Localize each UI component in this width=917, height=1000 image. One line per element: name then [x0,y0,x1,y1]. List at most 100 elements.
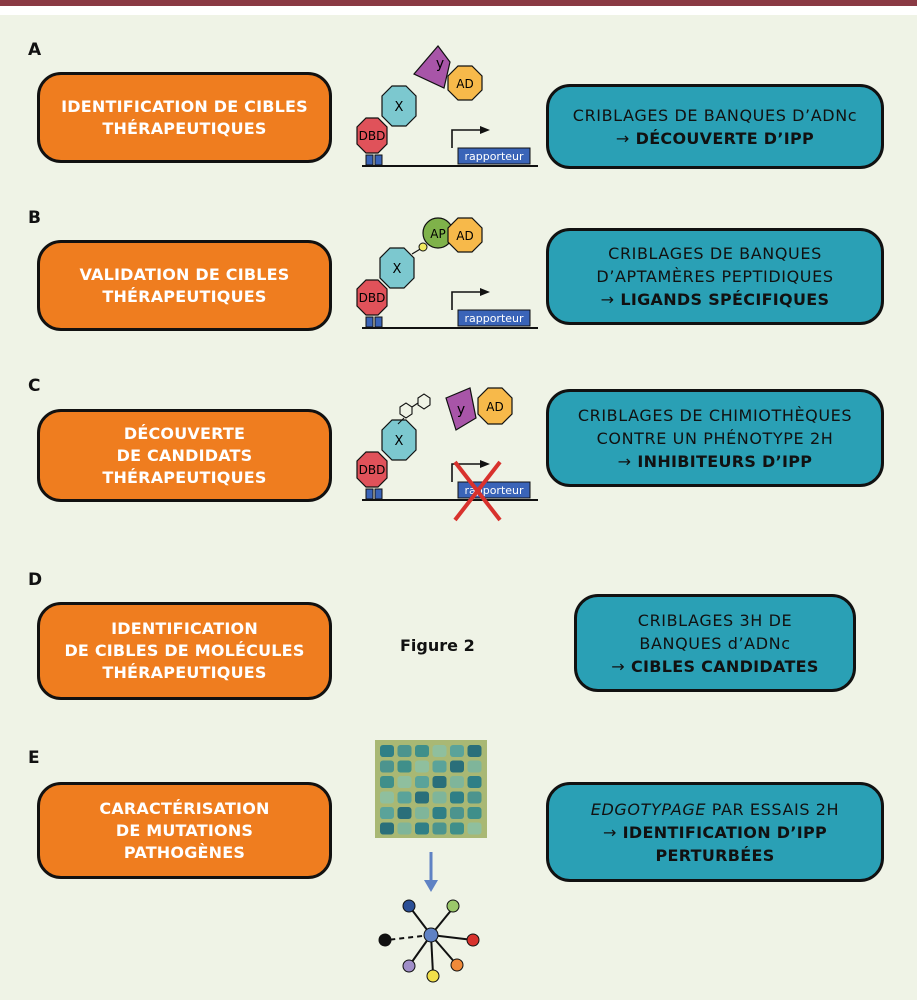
promoter-arrow [451,291,480,310]
yeast-colony [450,791,464,804]
criblages-chimiotheques-result: INHIBITEURS D’IPP [637,451,813,471]
yeast-colony [432,807,447,819]
yeast-colony [450,822,464,835]
x-label: X [395,434,404,449]
edgotypage-result-2: PERTURBÉES [655,845,775,865]
yeast-colony [432,760,447,773]
yeast-colony [380,745,394,757]
box-criblages-3h: CRIBLAGES 3H DE BANQUES d’ADNc → CIBLES … [574,594,856,692]
inhibition-cross [453,460,502,522]
criblages-aptameres-result: LIGANDS SPÉCIFIQUES [620,290,830,309]
yeast-colony-grid [380,745,482,835]
criblages-3h-result: CIBLES CANDIDATES [630,656,819,676]
y-protein [413,45,451,89]
x-protein [381,85,417,127]
yeast-colony [450,776,464,788]
network-hub-node [423,927,439,943]
yeast-colony [380,760,394,773]
dbd-label: DBD [359,291,386,305]
yeast-colony [415,807,429,819]
yeast-colony [397,745,412,757]
diagram-a: rapporteur DBD X y AD [356,45,538,167]
yeast-colony [415,791,429,804]
figure-label: Figure 2 [400,636,475,655]
yeast-colony [432,791,447,804]
network-node [402,959,416,973]
y-label: y [436,56,444,72]
ad-label: AD [456,77,473,91]
yeast-colony [450,807,464,819]
ad-domain [477,387,513,425]
binding-site [365,488,374,500]
promoter-arrow [451,129,480,148]
yeast-colony [380,807,394,819]
promoter-arrow-head [480,126,490,134]
dbd-domain [356,117,388,154]
yeast-colony [380,822,394,835]
ad-label: AD [456,229,473,243]
x-protein [381,419,417,461]
yeast-colony [415,745,429,757]
yeast-plate [375,740,487,838]
arrow-d: → [611,656,626,676]
dbd-domain [356,279,388,316]
row-letter-e: E [28,748,40,768]
binding-site [374,316,383,328]
arrow-a: → [615,128,630,148]
ap-label: AP [430,227,445,241]
yeast-colony [415,760,429,773]
reporter-gene [457,147,531,165]
yeast-colony [432,776,447,788]
yeast-colony [450,760,464,773]
reporter-label: rapporteur [464,150,524,163]
down-arrow-head [424,880,438,892]
dbd-label: DBD [359,463,386,477]
promoter-arrow-head [480,288,490,296]
yeast-colony [467,776,482,788]
yeast-colony [467,760,482,773]
box-edgotypage: EDGOTYPAGE PAR ESSAIS 2H → IDENTIFICATIO… [546,782,884,882]
yeast-colony [415,822,429,835]
yeast-colony [415,776,429,788]
network-node [402,899,416,913]
promoter-arrow-head [480,460,490,468]
criblages-3h-line-1: CRIBLAGES 3H DE [637,610,793,630]
ad-domain [447,217,483,253]
y-label: y [457,402,465,418]
dbd-domain [356,451,388,488]
yeast-colony [432,745,447,757]
box-identification-cibles: IDENTIFICATION DE CIBLES THÉRAPEUTIQUES [37,72,332,163]
yeast-colony [397,776,412,788]
yeast-colony [467,807,482,819]
network-node [466,933,480,947]
x-label: X [395,100,404,115]
criblages-chimiotheques-line-2: CONTRE UN PHÉNOTYPE 2H [596,428,834,448]
binding-site [365,154,374,166]
dbd-label: DBD [359,129,386,143]
box-criblages-aptameres: CRIBLAGES DE BANQUES D’APTAMÈRES PEPTIDI… [546,228,884,325]
row-letter-d: D [28,570,43,590]
yeast-colony [397,822,412,835]
criblages-chimiotheques-line-1: CRIBLAGES DE CHIMIOTHÈQUES [577,405,853,425]
yeast-colony [397,791,412,804]
diagram-e [375,740,487,983]
network-node [446,899,460,913]
edgotypage-line-1: PAR ESSAIS 2H [706,799,840,819]
row-letter-c: C [28,376,41,396]
yeast-colony [467,745,482,757]
diagram-c: rapporteur DBD X y AD [356,387,538,522]
yeast-colony [397,807,412,819]
row-letter-b: B [28,208,41,228]
criblages-adnc-result: DÉCOUVERTE D’IPP [635,128,815,148]
yeast-colony [380,791,394,804]
box-caracterisation-mutations: CARACTÉRISATION DE MUTATIONS PATHOGÈNES [37,782,332,879]
ad-label: AD [486,400,503,414]
diagram-b: rapporteur DBD X AP AD [356,217,538,329]
arrow-b: → [600,290,615,309]
criblages-aptameres-line-1: CRIBLAGES DE BANQUES [608,244,822,263]
promoter-arrow [451,463,480,482]
arrow-c: → [617,451,632,471]
box-criblages-chimiotheques: CRIBLAGES DE CHIMIOTHÈQUES CONTRE UN PHÉ… [546,389,884,487]
criblages-3h-line-2: BANQUES d’ADNc [639,633,791,653]
reporter-gene [457,309,531,327]
